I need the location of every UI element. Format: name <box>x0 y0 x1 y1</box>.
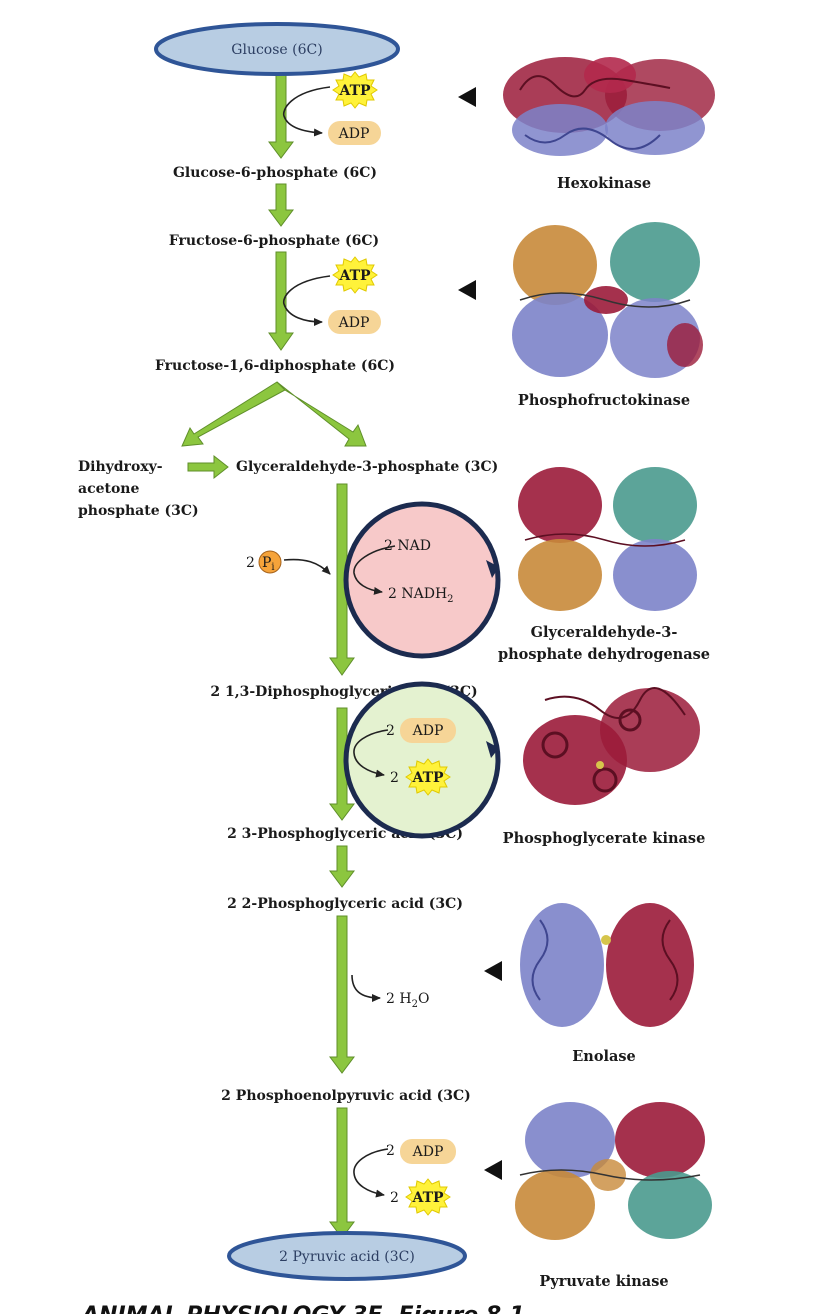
hexokinase-cofactors: ATP ADP <box>282 71 381 145</box>
pointer-triangle-pfk <box>458 280 476 300</box>
nadh-label: 2 NADH2 <box>388 586 454 605</box>
atp-label-2: ATP <box>338 268 371 284</box>
pep-label: 2 Phosphoenolpyruvic acid (3C) <box>221 1088 471 1104</box>
pointer-triangle-pk <box>484 1160 502 1180</box>
pgk-cofactors: 2 ADP 2 ATP <box>343 681 501 839</box>
hexokinase-structure <box>503 57 715 156</box>
dhap-label-line1: Dihydroxy- <box>78 459 163 475</box>
arrow-split-left <box>181 381 286 447</box>
adp-pill-7 <box>400 718 456 743</box>
gapdh-cofactors: 2 Pi 2 NAD 2 NADH2 <box>246 501 501 659</box>
atp-burst-10 <box>405 1178 451 1216</box>
arrow-f6p-f16dp <box>268 251 294 351</box>
gapdh-label-line1: Glyceraldehyde-3- <box>531 624 678 641</box>
gapdh-structure <box>518 467 697 611</box>
pi-circle <box>258 550 282 574</box>
adp-pill-2 <box>328 310 381 334</box>
pointer-triangle-enolase <box>484 961 502 981</box>
pk-structure <box>515 1102 712 1240</box>
adp-label-2: ADP <box>338 315 370 331</box>
atp-burst-1 <box>332 71 378 109</box>
atp-label-7: ATP <box>411 770 444 786</box>
gapdh-label-line2: phosphate dehydrogenase <box>498 646 710 663</box>
adp-cycle-circle <box>343 681 501 839</box>
pyruvate-oval: 2 Pyruvic acid (3C) <box>227 1231 467 1281</box>
figure-credit: ANIMAL PHYSIOLOGY 3E, Figure 8.1 <box>80 1303 525 1314</box>
dhap-label-line2: acetone <box>78 481 139 497</box>
arrow-g6p-f6p <box>268 183 294 227</box>
f16dp-label: Fructose-1,6-diphosphate (6C) <box>155 358 395 374</box>
pg2-label: 2 2-Phosphoglyceric acid (3C) <box>227 896 463 912</box>
nad-label: 2 NAD <box>384 538 431 554</box>
atp-label-10: ATP <box>411 1190 444 1206</box>
arrow-dhap-g3p <box>187 454 229 480</box>
g6p-label: Glucose-6-phosphate (6C) <box>173 165 377 181</box>
arrow-pg2-pep <box>329 915 355 1074</box>
atp-coefficient-7: 2 <box>390 770 399 786</box>
arrow-pg3-pg2 <box>329 845 355 888</box>
nad-cycle-arrowhead <box>486 560 499 578</box>
arrow-glucose-g6p <box>268 73 294 159</box>
atp-burst-2 <box>332 256 378 294</box>
pk-cofactors: 2 ADP 2 ATP <box>353 1139 456 1216</box>
pi-label: Pi <box>262 555 275 573</box>
adp-pill-1 <box>328 121 381 145</box>
f6p-label: Fructose-6-phosphate (6C) <box>169 233 379 249</box>
pgk-structure <box>523 687 700 805</box>
hexokinase-label: Hexokinase <box>557 175 651 192</box>
adp-label-7: ADP <box>412 723 444 739</box>
adp-coefficient-7: 2 <box>386 723 395 739</box>
enolase-cofactors: 2 H2O <box>351 974 429 1010</box>
pi-coefficient: 2 <box>246 555 255 571</box>
adp-label-10: ADP <box>412 1144 444 1160</box>
atp-burst-7 <box>405 758 451 796</box>
arrow-split-right <box>276 381 367 447</box>
pointer-triangle-hexokinase <box>458 87 476 107</box>
adp-pill-10 <box>400 1139 456 1164</box>
dhap-label-line3: phosphate (3C) <box>78 503 199 519</box>
enolase-label: Enolase <box>572 1048 636 1065</box>
g3p-label: Glyceraldehyde-3-phosphate (3C) <box>236 459 498 475</box>
adp-coefficient-10: 2 <box>386 1143 395 1159</box>
pgk-label: Phosphoglycerate kinase <box>503 830 706 847</box>
pfk-structure <box>512 222 703 378</box>
pfk-label: Phosphofructokinase <box>518 392 690 409</box>
pyruvate-label: 2 Pyruvic acid (3C) <box>279 1249 415 1265</box>
pathway-arrows <box>181 73 367 1239</box>
water-label: 2 H2O <box>386 991 429 1010</box>
enolase-structure <box>520 903 694 1027</box>
adp-label-1: ADP <box>338 126 370 142</box>
glucose-label: Glucose (6C) <box>231 42 322 58</box>
pk-label: Pyruvate kinase <box>539 1273 668 1290</box>
atp-coefficient-10: 2 <box>390 1190 399 1206</box>
nad-cycle-circle <box>343 501 501 659</box>
arrow-pep-pyruvate <box>329 1107 355 1239</box>
glucose-oval: Glucose (6C) <box>154 22 400 76</box>
arrow-g3p-dpg13 <box>329 483 355 676</box>
pfk-cofactors: ATP ADP <box>282 256 381 334</box>
arrow-dpg13-pg3 <box>329 707 355 821</box>
atp-label-1: ATP <box>338 83 371 99</box>
adp-cycle-arrowhead <box>486 741 499 758</box>
